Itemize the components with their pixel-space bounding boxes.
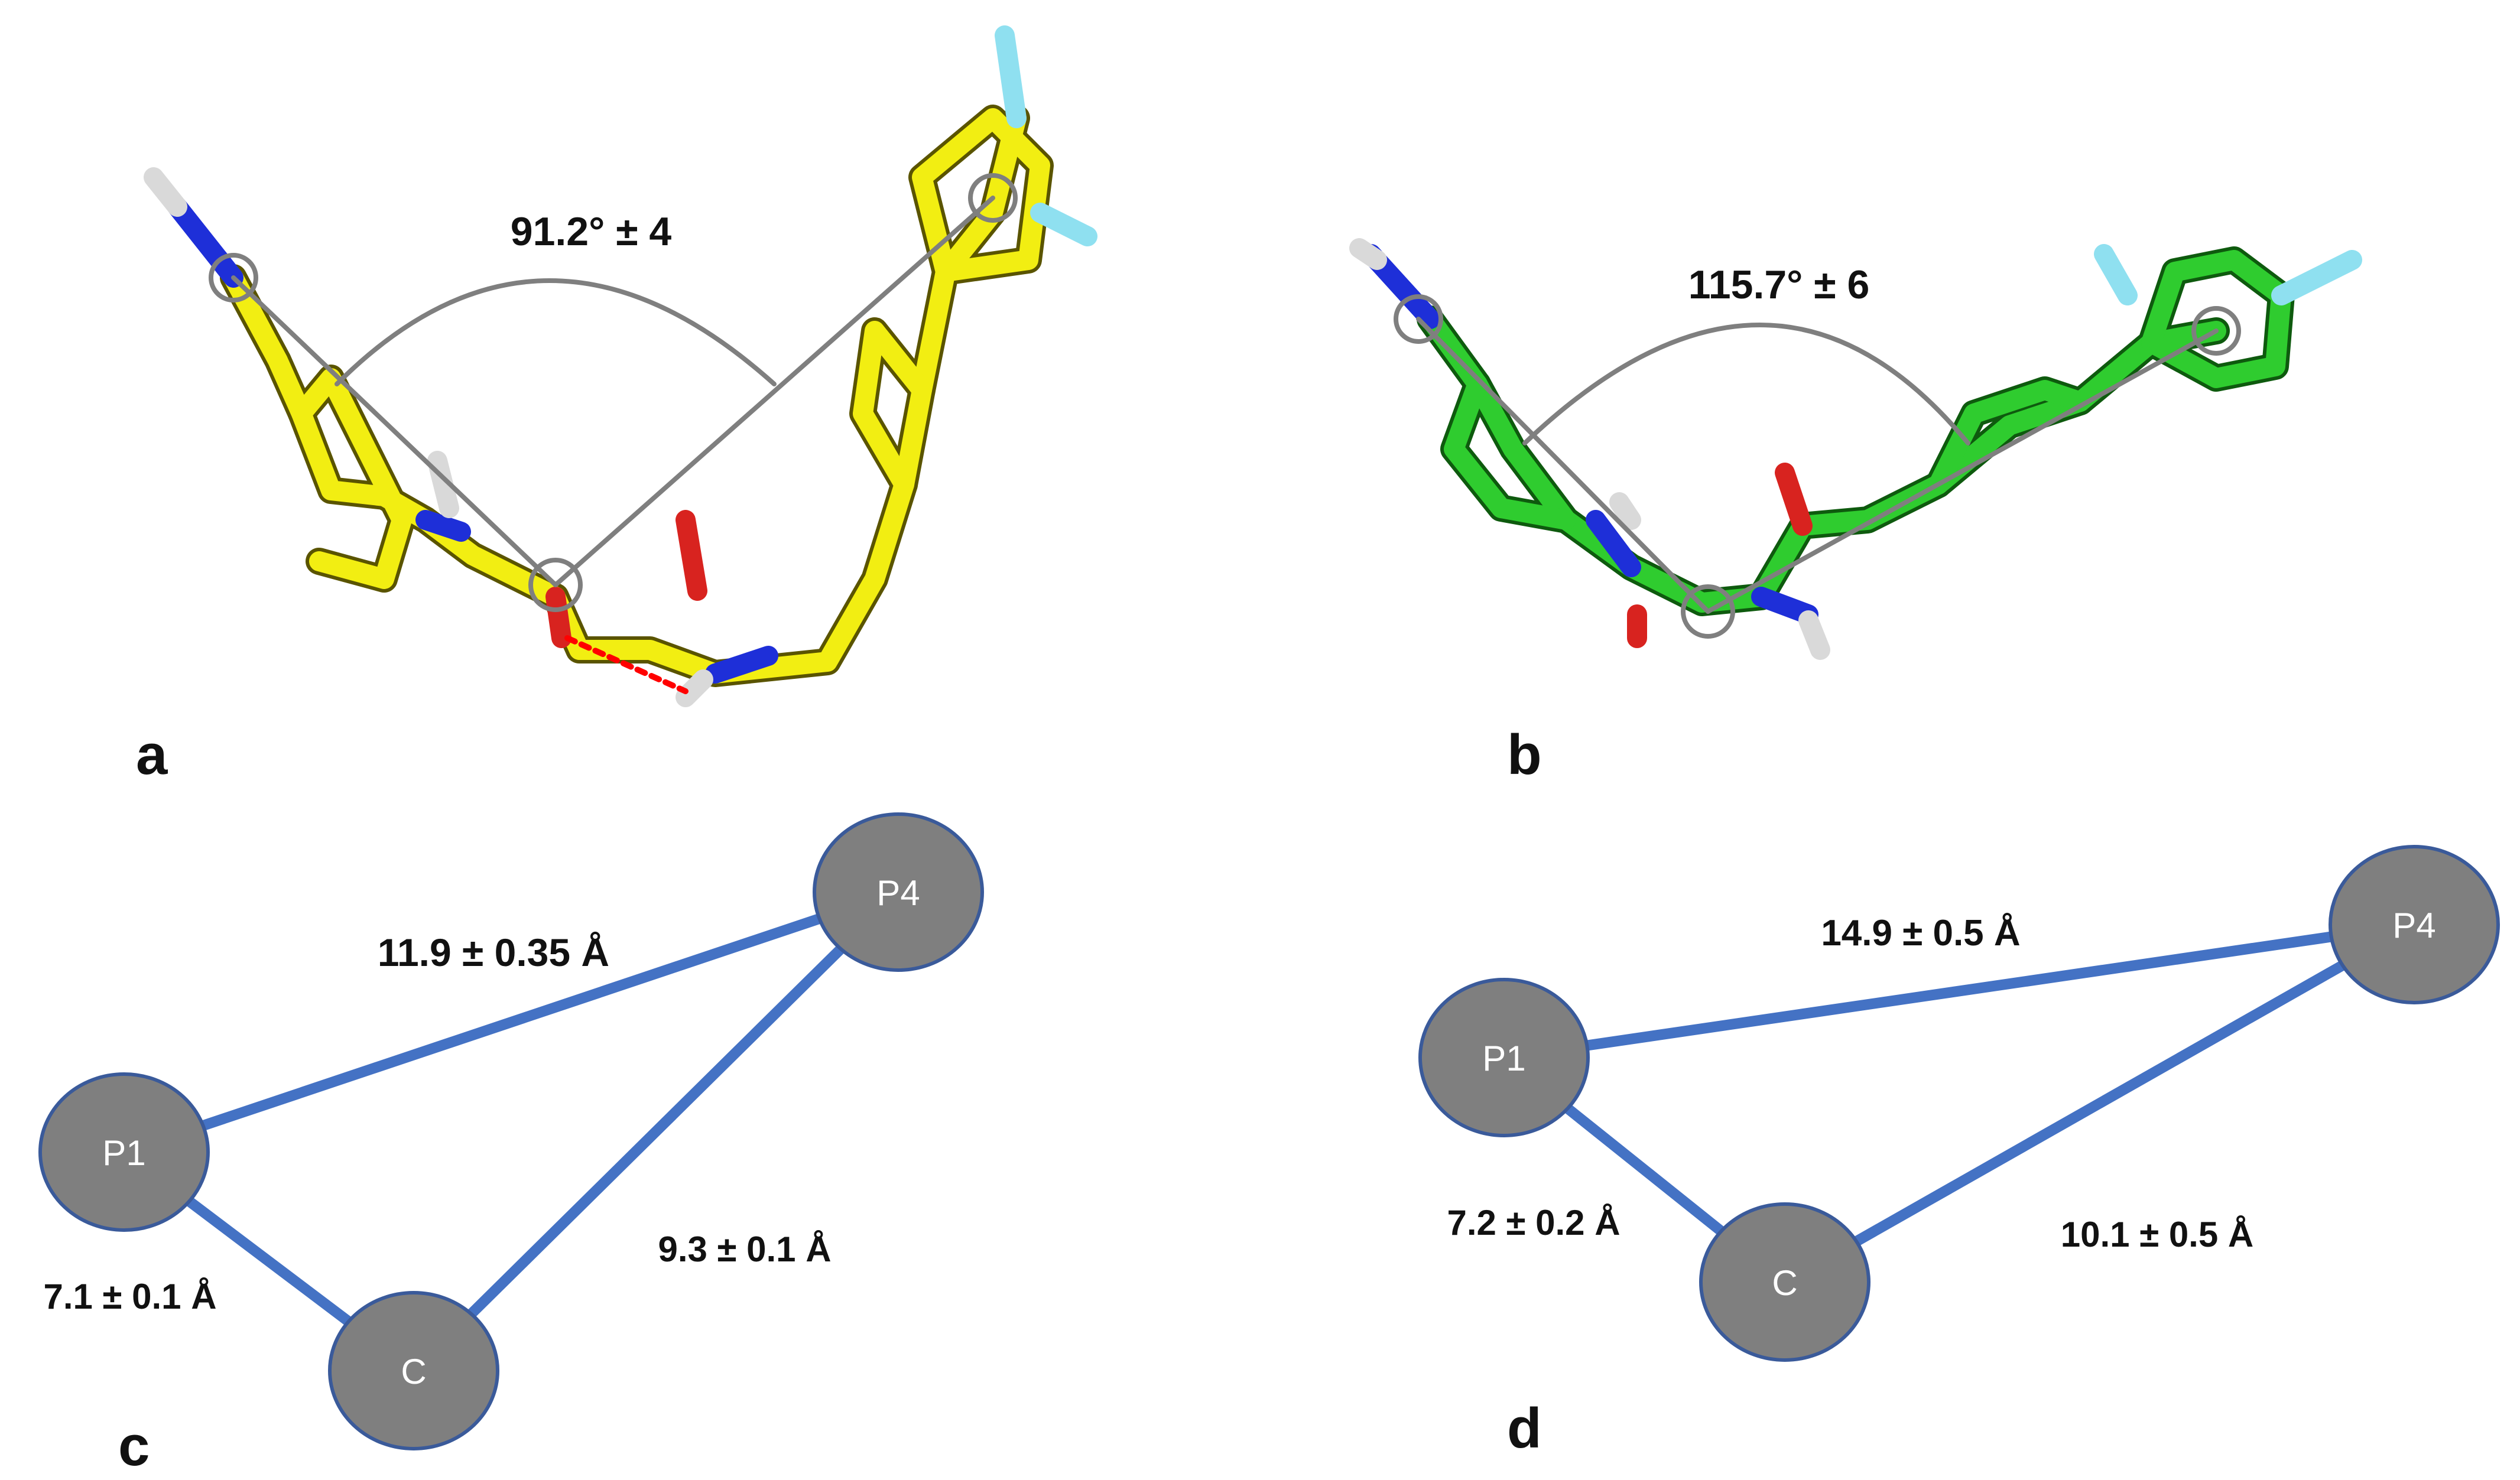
centroid-ring: [2191, 306, 2241, 356]
angle-label-b: 115.7° ± 6: [1688, 262, 1870, 307]
hydrogen-bond-stick: [1798, 610, 1830, 660]
node-p1-c: P1: [38, 1072, 210, 1232]
angle-ray-2: [1706, 328, 2219, 614]
nitrogen-bond: [1751, 587, 1818, 624]
distance-p1-p4: 11.9 ± 0.35 Å: [378, 931, 609, 974]
node-p4-d: P4: [2329, 845, 2500, 1004]
panel-a: 91.2° ± 4 a: [136, 25, 1097, 786]
distance-c-p4: 10.1 ± 0.5 Å: [2061, 1215, 2253, 1254]
centroid-ring: [1394, 294, 1443, 344]
hydrogen-bond-stick: [427, 451, 459, 518]
angle-ray-2: [553, 196, 995, 587]
fluorine-bond: [2094, 244, 2138, 305]
node-circle: [2329, 845, 2500, 1004]
ligand-b-carbon: [1420, 250, 2291, 613]
angle-ray-1: [231, 275, 558, 587]
fluorine-bond: [995, 25, 1027, 128]
node-p4-c: P4: [813, 812, 984, 972]
node-centroid-d: C: [1699, 1202, 1870, 1362]
node-label: C: [401, 1352, 426, 1391]
node-label: P1: [102, 1133, 145, 1173]
hydrogen-bond-dashed: [564, 635, 689, 694]
distance-p1-c: 7.2 ± 0.2 Å: [1447, 1203, 1620, 1242]
nitrogen-bond: [705, 646, 778, 684]
fluorine-bond: [1030, 203, 1097, 246]
distance-p1-p4: 14.9 ± 0.5 Å: [1821, 913, 2020, 954]
centroid-ring: [1681, 584, 1735, 639]
node-circle: [813, 812, 984, 972]
oxygen-bond: [676, 510, 707, 601]
panel-c: P1 P4 C 11.9 ± 0.35 Å 7.1 ± 0.1 Å 9.3 ± …: [38, 812, 984, 1478]
node-circle: [1418, 978, 1590, 1137]
node-circle: [1699, 1202, 1870, 1362]
distance-c-p4: 9.3 ± 0.1 Å: [658, 1229, 831, 1269]
panel-letter-c: c: [118, 1414, 150, 1478]
edge-c-p4: [1779, 919, 2420, 1287]
edges-d: [1499, 919, 2420, 1287]
angle-construct-a: [209, 173, 1018, 612]
distance-p1-c: 7.1 ± 0.1 Å: [43, 1277, 216, 1316]
node-label: P4: [876, 873, 920, 913]
angle-arc: [1522, 323, 1970, 445]
node-label: P4: [2392, 906, 2435, 945]
hydrogen-bond-stick: [1349, 238, 1387, 270]
node-label: P1: [1482, 1039, 1525, 1078]
angle-label-a: 91.2° ± 4: [511, 209, 672, 254]
node-centroid-c: C: [328, 1291, 499, 1450]
oxygen-bond: [1775, 463, 1813, 536]
ligand-a-heteroatoms: [144, 25, 1097, 707]
oxygen-bond: [545, 587, 571, 648]
fluorine-bond: [2271, 250, 2362, 305]
nitrogen-bond: [1586, 510, 1641, 577]
centroid-ring: [528, 558, 583, 612]
nitrogen-bond: [415, 510, 471, 542]
edge-p1-p4: [119, 887, 904, 1157]
panel-letter-d: d: [1507, 1397, 1542, 1460]
hydrogen-bond-stick: [144, 167, 187, 217]
node-label: C: [1772, 1263, 1797, 1303]
hydrogen-bond-stick: [676, 669, 713, 707]
panel-d: P1 P4 C 14.9 ± 0.5 Å 7.2 ± 0.2 Å 10.1 ± …: [1418, 845, 2500, 1460]
centroid-ring: [968, 173, 1018, 223]
ligand-a-carbon: [223, 108, 1050, 684]
angle-ray-1: [1416, 317, 1710, 614]
node-circle: [38, 1072, 210, 1232]
panel-letter-a: a: [136, 723, 168, 786]
centroid-ring: [209, 253, 258, 302]
ligand-b-heteroatoms: [1349, 238, 2362, 660]
panel-b: 115.7° ± 6 b: [1349, 238, 2362, 786]
nitrogen-bond: [167, 197, 243, 288]
edge-p1-p4: [1499, 919, 2420, 1063]
angle-arc: [335, 278, 777, 386]
node-circle: [328, 1291, 499, 1450]
panel-letter-b: b: [1507, 723, 1542, 786]
edge-c-p4: [408, 887, 904, 1376]
hydrogen-bond-stick: [1609, 492, 1641, 530]
angle-construct-b: [1394, 294, 2241, 639]
node-p1-d: P1: [1418, 978, 1590, 1137]
